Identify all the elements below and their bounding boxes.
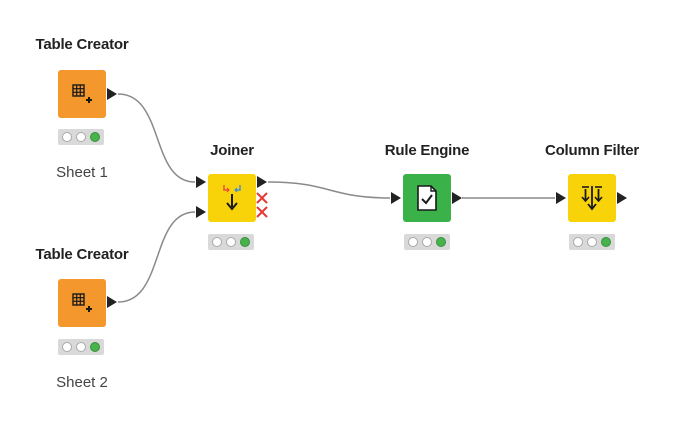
status-light-red — [62, 342, 72, 352]
input-port-left[interactable] — [196, 176, 206, 188]
status-traffic-light — [58, 129, 104, 145]
status-light-green — [436, 237, 446, 247]
status-light-yellow — [76, 132, 86, 142]
output-port[interactable] — [617, 192, 627, 204]
error-x-icon — [256, 192, 268, 218]
output-port[interactable] — [107, 88, 117, 100]
node-title[interactable]: Rule Engine — [384, 142, 470, 159]
input-port[interactable] — [556, 192, 566, 204]
join-icon — [223, 185, 241, 211]
status-traffic-light — [208, 234, 254, 250]
connection-tc2-joiner[interactable] — [117, 211, 196, 303]
table-icon — [72, 84, 92, 103]
output-port[interactable] — [257, 176, 267, 188]
status-light-green — [601, 237, 611, 247]
status-traffic-light — [569, 234, 615, 250]
node-title[interactable]: Joiner — [210, 142, 254, 159]
table-icon — [72, 293, 92, 312]
node-icon-box[interactable] — [568, 174, 616, 222]
status-light-red — [408, 237, 418, 247]
connection-tc1-joiner[interactable] — [117, 93, 196, 183]
status-light-red — [573, 237, 583, 247]
node-icon-box[interactable] — [58, 279, 106, 327]
output-port[interactable] — [107, 296, 117, 308]
document-check-icon — [417, 185, 437, 211]
node-label[interactable]: Sheet 2 — [56, 374, 108, 391]
connection-joiner-ruleengine[interactable] — [267, 181, 391, 199]
node-icon-box[interactable] — [208, 174, 256, 222]
node-icon-box[interactable] — [58, 70, 106, 118]
filter-columns-icon — [581, 186, 603, 211]
status-light-yellow — [422, 237, 432, 247]
status-light-green — [90, 132, 100, 142]
status-light-red — [62, 132, 72, 142]
node-title[interactable]: Column Filter — [544, 142, 640, 159]
status-light-green — [240, 237, 250, 247]
node-title[interactable]: Table Creator — [35, 36, 129, 53]
status-light-yellow — [587, 237, 597, 247]
node-icon-box[interactable] — [403, 174, 451, 222]
output-port[interactable] — [452, 192, 462, 204]
node-title[interactable]: Table Creator — [35, 246, 129, 263]
status-light-yellow — [76, 342, 86, 352]
status-light-green — [90, 342, 100, 352]
status-light-red — [212, 237, 222, 247]
status-light-yellow — [226, 237, 236, 247]
input-port-right[interactable] — [196, 206, 206, 218]
node-label[interactable]: Sheet 1 — [56, 164, 108, 181]
status-traffic-light — [404, 234, 450, 250]
input-port[interactable] — [391, 192, 401, 204]
status-traffic-light — [58, 339, 104, 355]
